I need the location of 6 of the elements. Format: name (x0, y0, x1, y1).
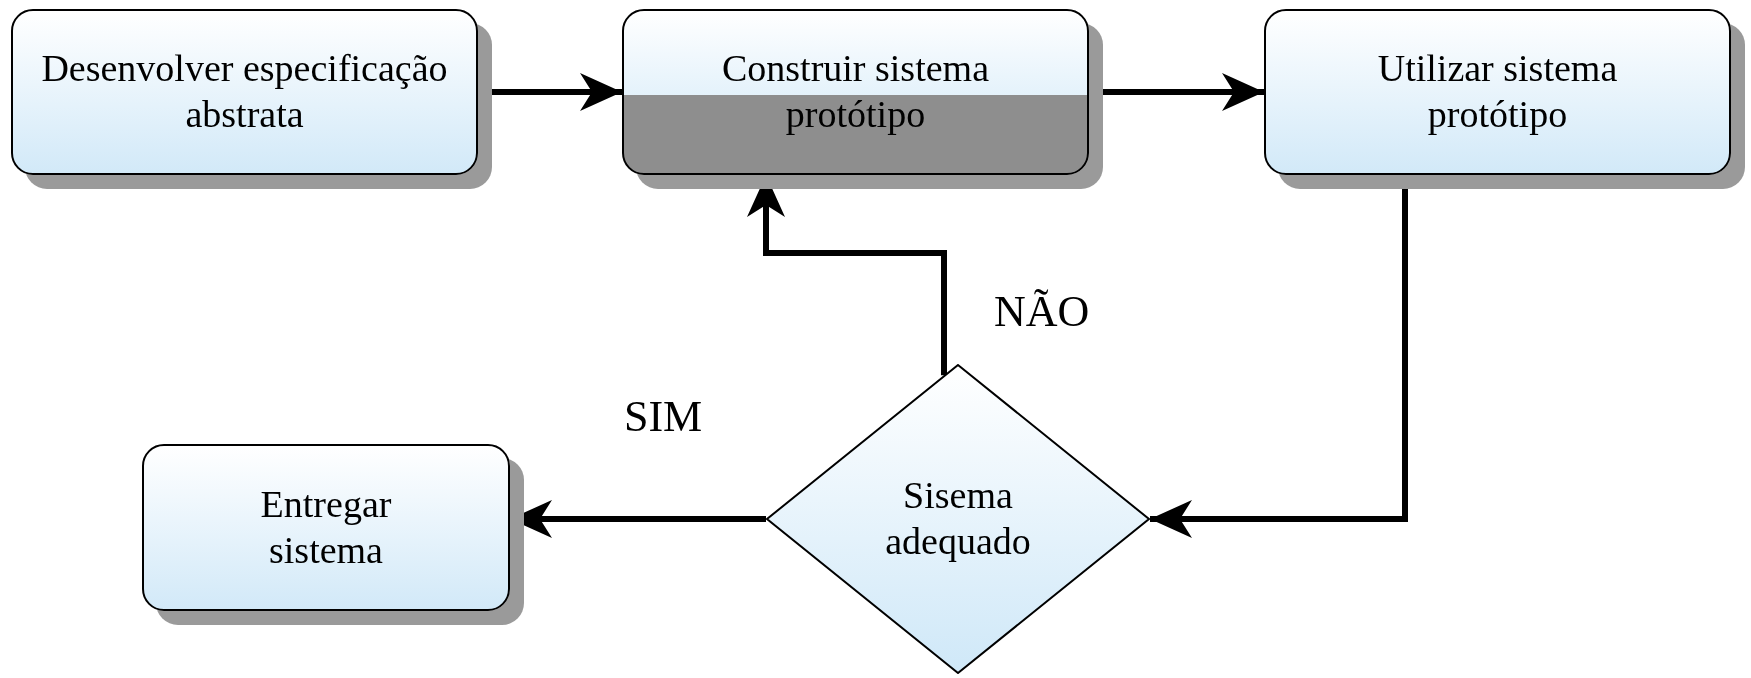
node-label: Desenvolver especificação abstrata (40, 46, 449, 137)
node-label: Utilizar sistema protótipo (1376, 46, 1619, 137)
node-label: Sisema adequado (884, 473, 1032, 564)
node-label: Entregar sistema (259, 481, 393, 573)
node-label: Construir sistema protótipo (720, 46, 990, 137)
decision-diamond (766, 364, 1150, 674)
